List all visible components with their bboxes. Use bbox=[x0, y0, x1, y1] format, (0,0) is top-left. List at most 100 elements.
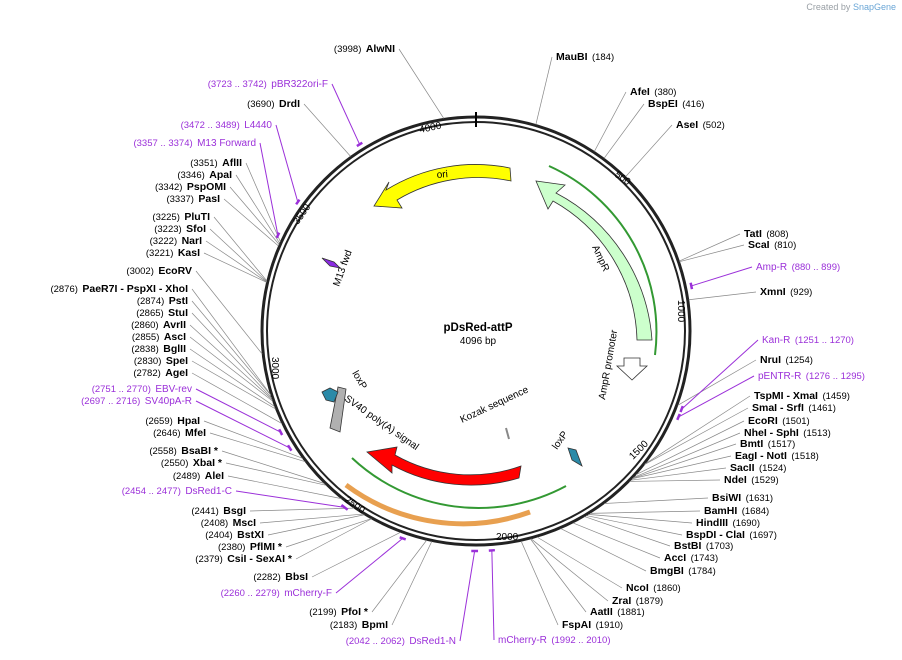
site-name: NcoI bbox=[626, 582, 649, 594]
site-position: (1501) bbox=[782, 416, 809, 427]
site-leader bbox=[586, 515, 683, 536]
primer-label: (2751 .. 2770) EBV-rev bbox=[92, 379, 192, 396]
sv40-label: SV40 poly(A) signal bbox=[342, 393, 420, 452]
primer-mark bbox=[689, 282, 694, 290]
site-position: (2183) bbox=[330, 620, 357, 631]
site-leader bbox=[604, 497, 709, 504]
primer-name: L4440 bbox=[244, 120, 272, 131]
site-label: (2489) AleI bbox=[173, 466, 224, 483]
site-leader bbox=[205, 240, 267, 283]
site-leader bbox=[560, 528, 647, 572]
site-leader bbox=[311, 531, 401, 578]
site-label: (2874) PstI bbox=[137, 291, 188, 308]
site-position: (1703) bbox=[706, 541, 733, 552]
site-position: (1461) bbox=[808, 403, 835, 414]
plasmid-length: 4096 bp bbox=[460, 336, 497, 347]
site-leader bbox=[191, 312, 273, 399]
site-name: BamHI bbox=[704, 505, 737, 517]
site-name: KasI bbox=[178, 247, 200, 259]
sv40-arrow bbox=[329, 386, 347, 433]
site-name: CsiI - SexAI * bbox=[227, 553, 293, 565]
site-label: AccI (1743) bbox=[664, 548, 718, 565]
site-name: EagI - NotI bbox=[735, 450, 787, 462]
primer-range: (2042 .. 2062) bbox=[346, 636, 405, 647]
site-leader bbox=[295, 518, 372, 560]
tick-3500: 3500 bbox=[291, 202, 313, 227]
primer-mark bbox=[275, 232, 281, 239]
primer-range: (1992 .. 2010) bbox=[551, 635, 610, 646]
site-leader bbox=[391, 541, 433, 626]
site-position: (2558) bbox=[149, 446, 176, 457]
primer-label: (3472 .. 3489) L4440 bbox=[181, 115, 273, 132]
site-name: NruI bbox=[760, 354, 781, 366]
primer-mark bbox=[356, 141, 363, 148]
site-label: (2838) BglII bbox=[131, 339, 186, 356]
primer-leader bbox=[459, 550, 476, 642]
site-name: AseI bbox=[676, 119, 698, 131]
site-position: (416) bbox=[682, 99, 704, 110]
site-position: (2860) bbox=[131, 320, 158, 331]
site-label: (2558) BsaBI * bbox=[149, 441, 219, 458]
site-label: EcoRI (1501) bbox=[748, 411, 810, 428]
site-label: FspAI (1910) bbox=[562, 615, 623, 632]
site-label: (3690) DrdI bbox=[247, 94, 300, 111]
site-name: TatI bbox=[744, 228, 762, 240]
site-position: (2489) bbox=[173, 471, 200, 482]
primer-mark bbox=[399, 536, 407, 541]
site-leader bbox=[249, 507, 355, 512]
site-label: (2659) HpaI bbox=[145, 411, 200, 428]
primer-leader bbox=[335, 538, 403, 594]
ampr-promoter-arrow bbox=[615, 357, 649, 381]
site-name: AleI bbox=[205, 470, 224, 482]
site-name: BsgI bbox=[223, 505, 246, 517]
m13-label: M13 fwd bbox=[331, 249, 354, 288]
site-name: PluTI bbox=[184, 211, 210, 223]
site-label: BamHI (1684) bbox=[704, 501, 769, 518]
site-name: PstI bbox=[169, 295, 188, 307]
ori-arrow bbox=[373, 164, 512, 209]
site-leader bbox=[209, 228, 267, 282]
primer-leader bbox=[235, 490, 345, 508]
primer-labels: (3723 .. 3742) pBR322ori-F(3472 .. 3489)… bbox=[81, 79, 865, 647]
site-name: BmgBI bbox=[650, 565, 684, 577]
primer-leader bbox=[195, 400, 290, 449]
site-position: (3222) bbox=[150, 236, 177, 247]
site-name: NdeI bbox=[724, 474, 747, 486]
site-position: (1879) bbox=[636, 596, 663, 607]
site-label: (2183) BpmI bbox=[330, 615, 388, 632]
primer-leader bbox=[691, 266, 753, 287]
site-position: (2282) bbox=[253, 572, 280, 583]
site-leader bbox=[221, 450, 325, 484]
primer-mark bbox=[679, 405, 684, 413]
site-leader bbox=[259, 513, 364, 524]
primer-label: (3357 .. 3374) M13 Forward bbox=[133, 133, 256, 150]
site-name: PaeR7I - PspXI - XhoI bbox=[82, 283, 188, 295]
site-leader bbox=[603, 103, 645, 159]
primer-name: mCherry-F bbox=[284, 588, 332, 599]
site-position: (3002) bbox=[126, 266, 153, 277]
site-leader bbox=[209, 432, 306, 463]
site-position: (1910) bbox=[596, 620, 623, 631]
site-name: DrdI bbox=[279, 98, 300, 110]
site-label: SacII (1524) bbox=[730, 458, 786, 475]
loxp-right-arrow bbox=[567, 447, 583, 467]
site-leader bbox=[223, 198, 279, 247]
site-name: StuI bbox=[168, 307, 188, 319]
primer-range: (1251 .. 1270) bbox=[795, 335, 854, 346]
site-name: MauBI bbox=[556, 51, 588, 63]
site-name: BspEI bbox=[648, 98, 678, 110]
tick-2000: 2000 bbox=[496, 532, 519, 543]
primer-range: (3472 .. 3489) bbox=[181, 120, 240, 131]
site-position: (3690) bbox=[247, 99, 274, 110]
site-position: (2380) bbox=[218, 542, 245, 553]
primer-range: (2260 .. 2279) bbox=[221, 588, 280, 599]
site-position: (2441) bbox=[191, 506, 218, 517]
site-name: BbsI bbox=[285, 571, 308, 583]
site-label: AseI (502) bbox=[676, 115, 725, 132]
site-leader bbox=[588, 514, 693, 524]
primer-label: (2697 .. 2716) SV40pA-R bbox=[81, 391, 192, 408]
primer-name: DsRed1-C bbox=[185, 486, 232, 497]
primer-name: Amp-R bbox=[756, 262, 787, 273]
site-leader bbox=[535, 56, 553, 125]
site-name: NheI - SphI bbox=[744, 427, 799, 439]
